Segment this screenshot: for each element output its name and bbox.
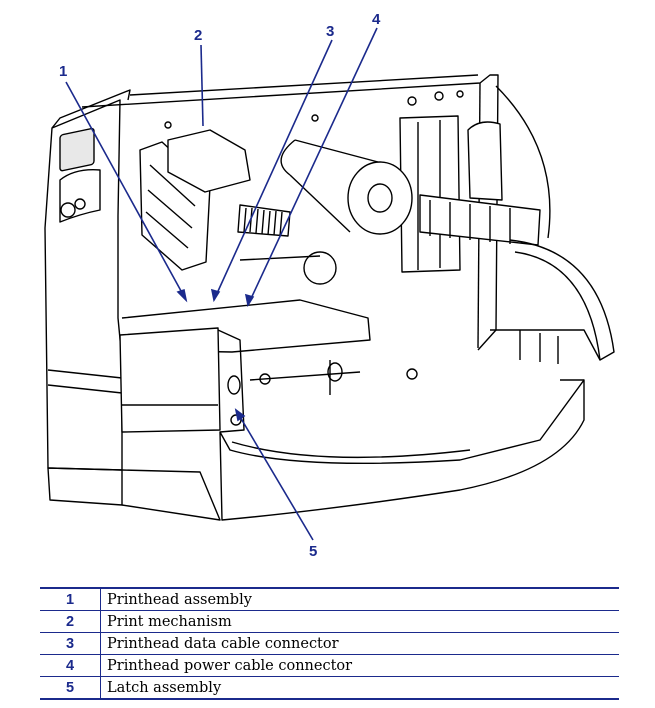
legend-row: 3 Printhead data cable connector xyxy=(40,632,619,655)
callout-1: 1 xyxy=(59,63,67,80)
legend-table: 1 Printhead assembly 2 Print mechanism 3… xyxy=(40,587,619,700)
legend-description: Printhead data cable connector xyxy=(100,632,619,655)
callout-2: 2 xyxy=(194,27,202,44)
callout-4: 4 xyxy=(372,11,381,28)
legend-row: 1 Printhead assembly xyxy=(40,587,619,611)
callout-3: 3 xyxy=(326,23,334,40)
callout-5: 5 xyxy=(309,543,317,560)
legend-row: 2 Print mechanism xyxy=(40,610,619,633)
legend-description: Printhead assembly xyxy=(100,587,619,611)
legend-number: 2 xyxy=(40,610,101,633)
legend-number: 3 xyxy=(40,632,101,655)
printer-line-art xyxy=(44,74,615,521)
printer-illustration: 1 2 3 4 5 xyxy=(44,11,615,560)
legend-number: 5 xyxy=(40,676,101,700)
legend-description: Print mechanism xyxy=(100,610,619,633)
legend-description: Latch assembly xyxy=(100,676,619,700)
legend-number: 1 xyxy=(40,587,101,611)
legend-row: 5 Latch assembly xyxy=(40,676,619,700)
callout-lines xyxy=(65,27,378,541)
legend-row: 4 Printhead power cable connector xyxy=(40,654,619,677)
legend-description: Printhead power cable connector xyxy=(100,654,619,677)
legend-number: 4 xyxy=(40,654,101,677)
